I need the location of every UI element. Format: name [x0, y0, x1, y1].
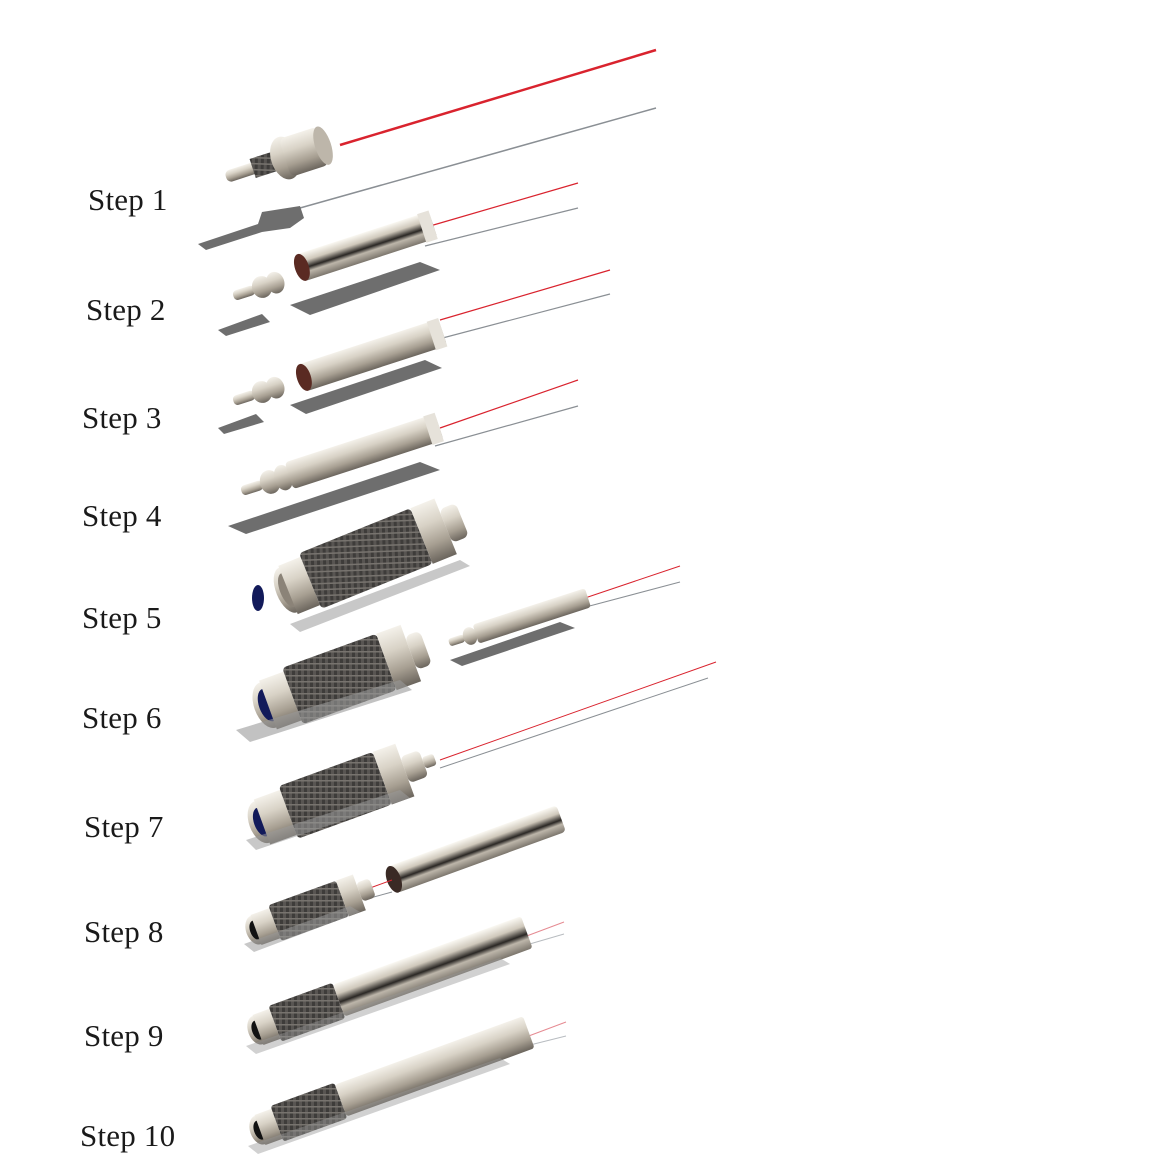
tube-icon — [448, 588, 591, 646]
knurled-housing-with-sleeve-icon — [247, 917, 532, 1046]
step-3-parts — [218, 269, 611, 434]
step-label-5: Step 5 — [82, 600, 162, 635]
tube-icon — [293, 210, 438, 281]
knurled-housing-icon — [245, 874, 375, 946]
step-6-parts — [236, 624, 717, 769]
step-label-6: Step 6 — [82, 700, 162, 735]
red-fiber-icon — [339, 48, 657, 147]
shadow-icon — [198, 206, 304, 250]
knurled-housing-icon — [273, 498, 468, 615]
step-label-8: Step 8 — [84, 914, 164, 949]
step-label-4: Step 4 — [82, 498, 162, 533]
ferrule-icon — [232, 271, 285, 300]
step-label-10: Step 10 — [80, 1118, 176, 1153]
step-10-parts — [248, 1017, 567, 1154]
step-7-parts — [246, 743, 437, 850]
step-label-3: Step 3 — [82, 400, 162, 435]
blue-window-icon — [252, 585, 264, 611]
step-5-parts — [252, 498, 681, 666]
step-9-parts — [246, 917, 565, 1054]
step-label-7: Step 7 — [84, 809, 164, 844]
connector-ferrule-icon — [225, 126, 333, 182]
step-8-parts — [244, 806, 565, 952]
final-probe-icon — [249, 1017, 534, 1146]
step-label-9: Step 9 — [84, 1018, 164, 1053]
outer-tube-icon — [385, 806, 565, 893]
step-1-parts — [198, 48, 657, 250]
step-label-1: Step 1 — [88, 182, 168, 217]
step-label-2: Step 2 — [86, 292, 166, 327]
gray-fiber-icon — [299, 107, 657, 209]
tube-icon — [295, 317, 448, 391]
assembled-tube-icon — [240, 412, 444, 495]
step-4-parts — [228, 379, 579, 534]
ferrule-icon — [232, 376, 285, 405]
step-2-parts — [218, 182, 579, 336]
